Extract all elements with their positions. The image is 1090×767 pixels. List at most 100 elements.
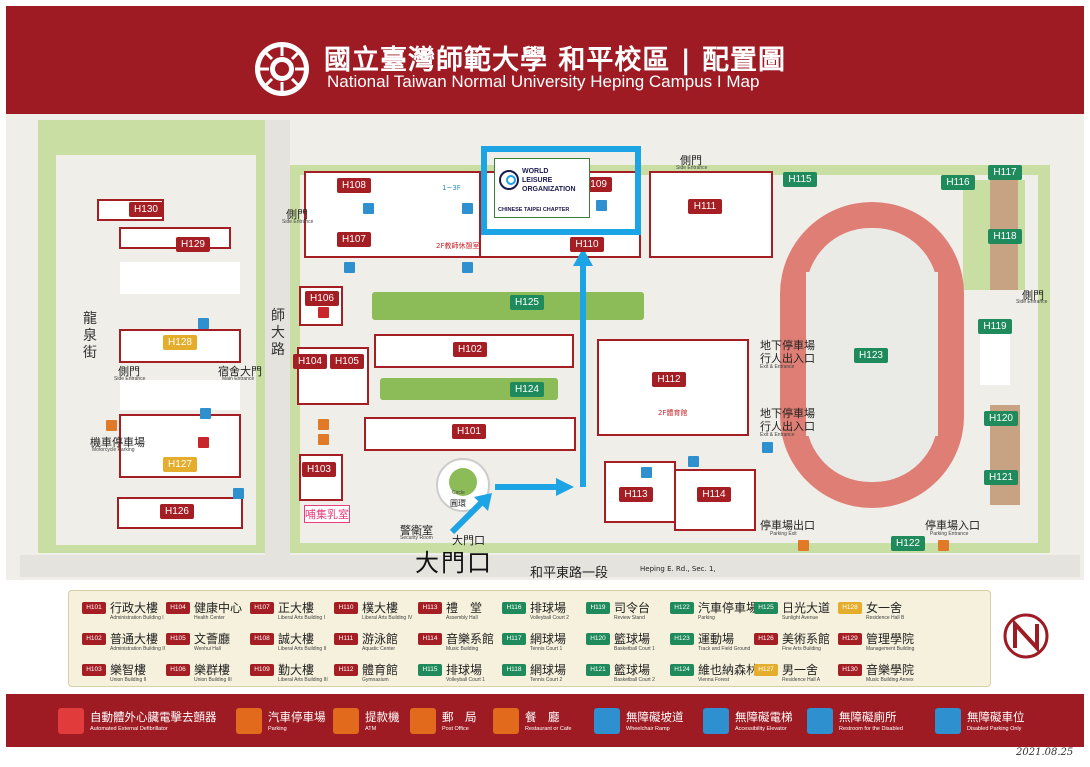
legend-name-en: Administration Building I [110,615,164,621]
building-h114[interactable]: H114 [697,487,731,502]
elevator-icon [703,708,729,734]
side-gate-label: 側門 [286,208,308,221]
legend-name: 體育館 [362,663,399,677]
parking-icon [938,540,949,551]
wheelchair-icon [688,456,699,467]
building-h129[interactable]: H129 [176,237,210,252]
legend-name-en: Music Building [446,646,479,652]
parking-entrance-label-en: Parking Entrance [930,531,969,537]
legend-name-en: Residence Hall B [866,615,905,621]
legend-name-en: Assembly Hall [446,615,478,621]
main-gate-small-label: 大門口 [452,534,485,547]
legend-name-en: Parking [698,615,715,621]
building-h103[interactable]: H103 [302,462,336,477]
legend-name: 健康中心 [194,601,243,615]
legend-name: 樂群樓 [194,663,231,677]
legend-code: H118 [502,664,526,676]
legend-code: H121 [586,664,610,676]
building-h120[interactable]: H120 [984,411,1018,426]
building-h125[interactable]: H125 [510,295,544,310]
wheelchair-icon [641,467,652,478]
legend-name-en: Music Building Annex [866,677,914,683]
wheelchair-icon [762,442,773,453]
exit-entrance-label-en: Exit & Entrance [760,432,795,438]
pedestrian-entrance-label: 行人出入口 [760,352,815,365]
wlo-highlight-box[interactable]: WORLD LEISURE ORGANIZATION CHINESE TAIPE… [481,146,641,235]
legend-name-en: Vienna Forest [698,677,730,683]
legend-code: H105 [166,633,190,645]
building-h105[interactable]: H105 [330,354,364,369]
building-h118[interactable]: H118 [988,229,1022,244]
legend-code: H122 [670,602,694,614]
building-h127[interactable]: H127 [163,457,197,472]
legend-name: 禮 堂 [446,601,483,615]
building-h102[interactable]: H102 [453,342,487,357]
building-h113[interactable]: H113 [619,487,653,502]
facility-name: 無障礙坡道 [626,710,684,724]
building-h110[interactable]: H110 [570,237,604,252]
building-h116[interactable]: H116 [941,175,975,190]
building-h115[interactable]: H115 [783,172,817,187]
wheelchair-icon [200,408,211,419]
building-h126[interactable]: H126 [160,504,194,519]
building-h106[interactable]: H106 [305,291,339,306]
building-h101[interactable]: H101 [452,424,486,439]
gym-floor-label: 2F體育館 [658,409,688,417]
heping-road-label: 和平東路一段 [530,566,609,581]
wlo-name: WORLD LEISURE ORGANIZATION [522,168,576,193]
legend-code: H103 [82,664,106,676]
wheelchair-icon [363,203,374,214]
legend-code: H130 [838,664,862,676]
legend-name: 誠大樓 [278,632,315,646]
teacher-lounge-label: 2F教師休憩室 [436,242,480,250]
parking-entrance-label: 停車場入口 [925,519,980,532]
building-h111[interactable]: H111 [688,199,722,214]
legend-code: H117 [502,633,526,645]
legend-code: H112 [334,664,358,676]
side-gate-label: 側門 [118,365,140,378]
building-h112[interactable]: H112 [652,372,686,387]
facility-name-en: Post Office [442,726,469,732]
facility-name-en: Parking [268,726,287,732]
motorcycle-parking-label: 機車停車場 [90,436,145,449]
north-compass-icon [1003,613,1049,659]
pedestrian-entrance-label: 行人出入口 [760,420,815,433]
restroom-icon [807,708,833,734]
ntnu-logo [255,42,309,96]
facility-name-en: Accessibility Elevator [735,726,787,732]
legend-code: H104 [166,602,190,614]
legend-name-en: Health Center [194,615,225,621]
legend-name: 管理學院 [866,632,915,646]
legend-name: 音樂學院 [866,663,915,677]
building-h124[interactable]: H124 [510,382,544,397]
side-gate-label: 側門 [680,154,702,167]
parking-icon [798,540,809,551]
shida-road-label: 師大路 [271,308,285,358]
parking-icon [106,420,117,431]
underground-parking-label: 地下停車場 [760,407,815,420]
building-h122[interactable]: H122 [891,536,925,551]
building-legend [68,590,991,687]
building-h108[interactable]: H108 [337,178,371,193]
building-h128[interactable]: H128 [163,335,197,350]
facility-name-en: Automated External Defibrillator [90,726,168,732]
heping-road-label-en: Heping E. Rd., Sec. 1, [640,565,716,573]
building-h117[interactable]: H117 [988,165,1022,180]
facility-name-en: Wheelchair Ramp [626,726,670,732]
facility-name: 無障礙廁所 [839,710,897,724]
building-h123[interactable]: H123 [854,348,888,363]
building-h107[interactable]: H107 [337,232,371,247]
motorcycle-parking-label-en: Motorcycle Parking [92,447,135,453]
building-h121[interactable]: H121 [984,470,1018,485]
legend-name: 行政大樓 [110,601,159,615]
legend-name: 女一舍 [866,601,903,615]
facility-name: 郵 局 [442,710,477,724]
building-h119[interactable]: H119 [978,319,1012,334]
map-date: 2021.08.25 [1016,747,1074,758]
aed-icon [58,708,84,734]
building-h104[interactable]: H104 [293,354,327,369]
building-h130[interactable]: H130 [129,202,163,217]
dorm-gate-label: 宿舍大門 [218,365,262,378]
legend-code: H114 [418,633,442,645]
